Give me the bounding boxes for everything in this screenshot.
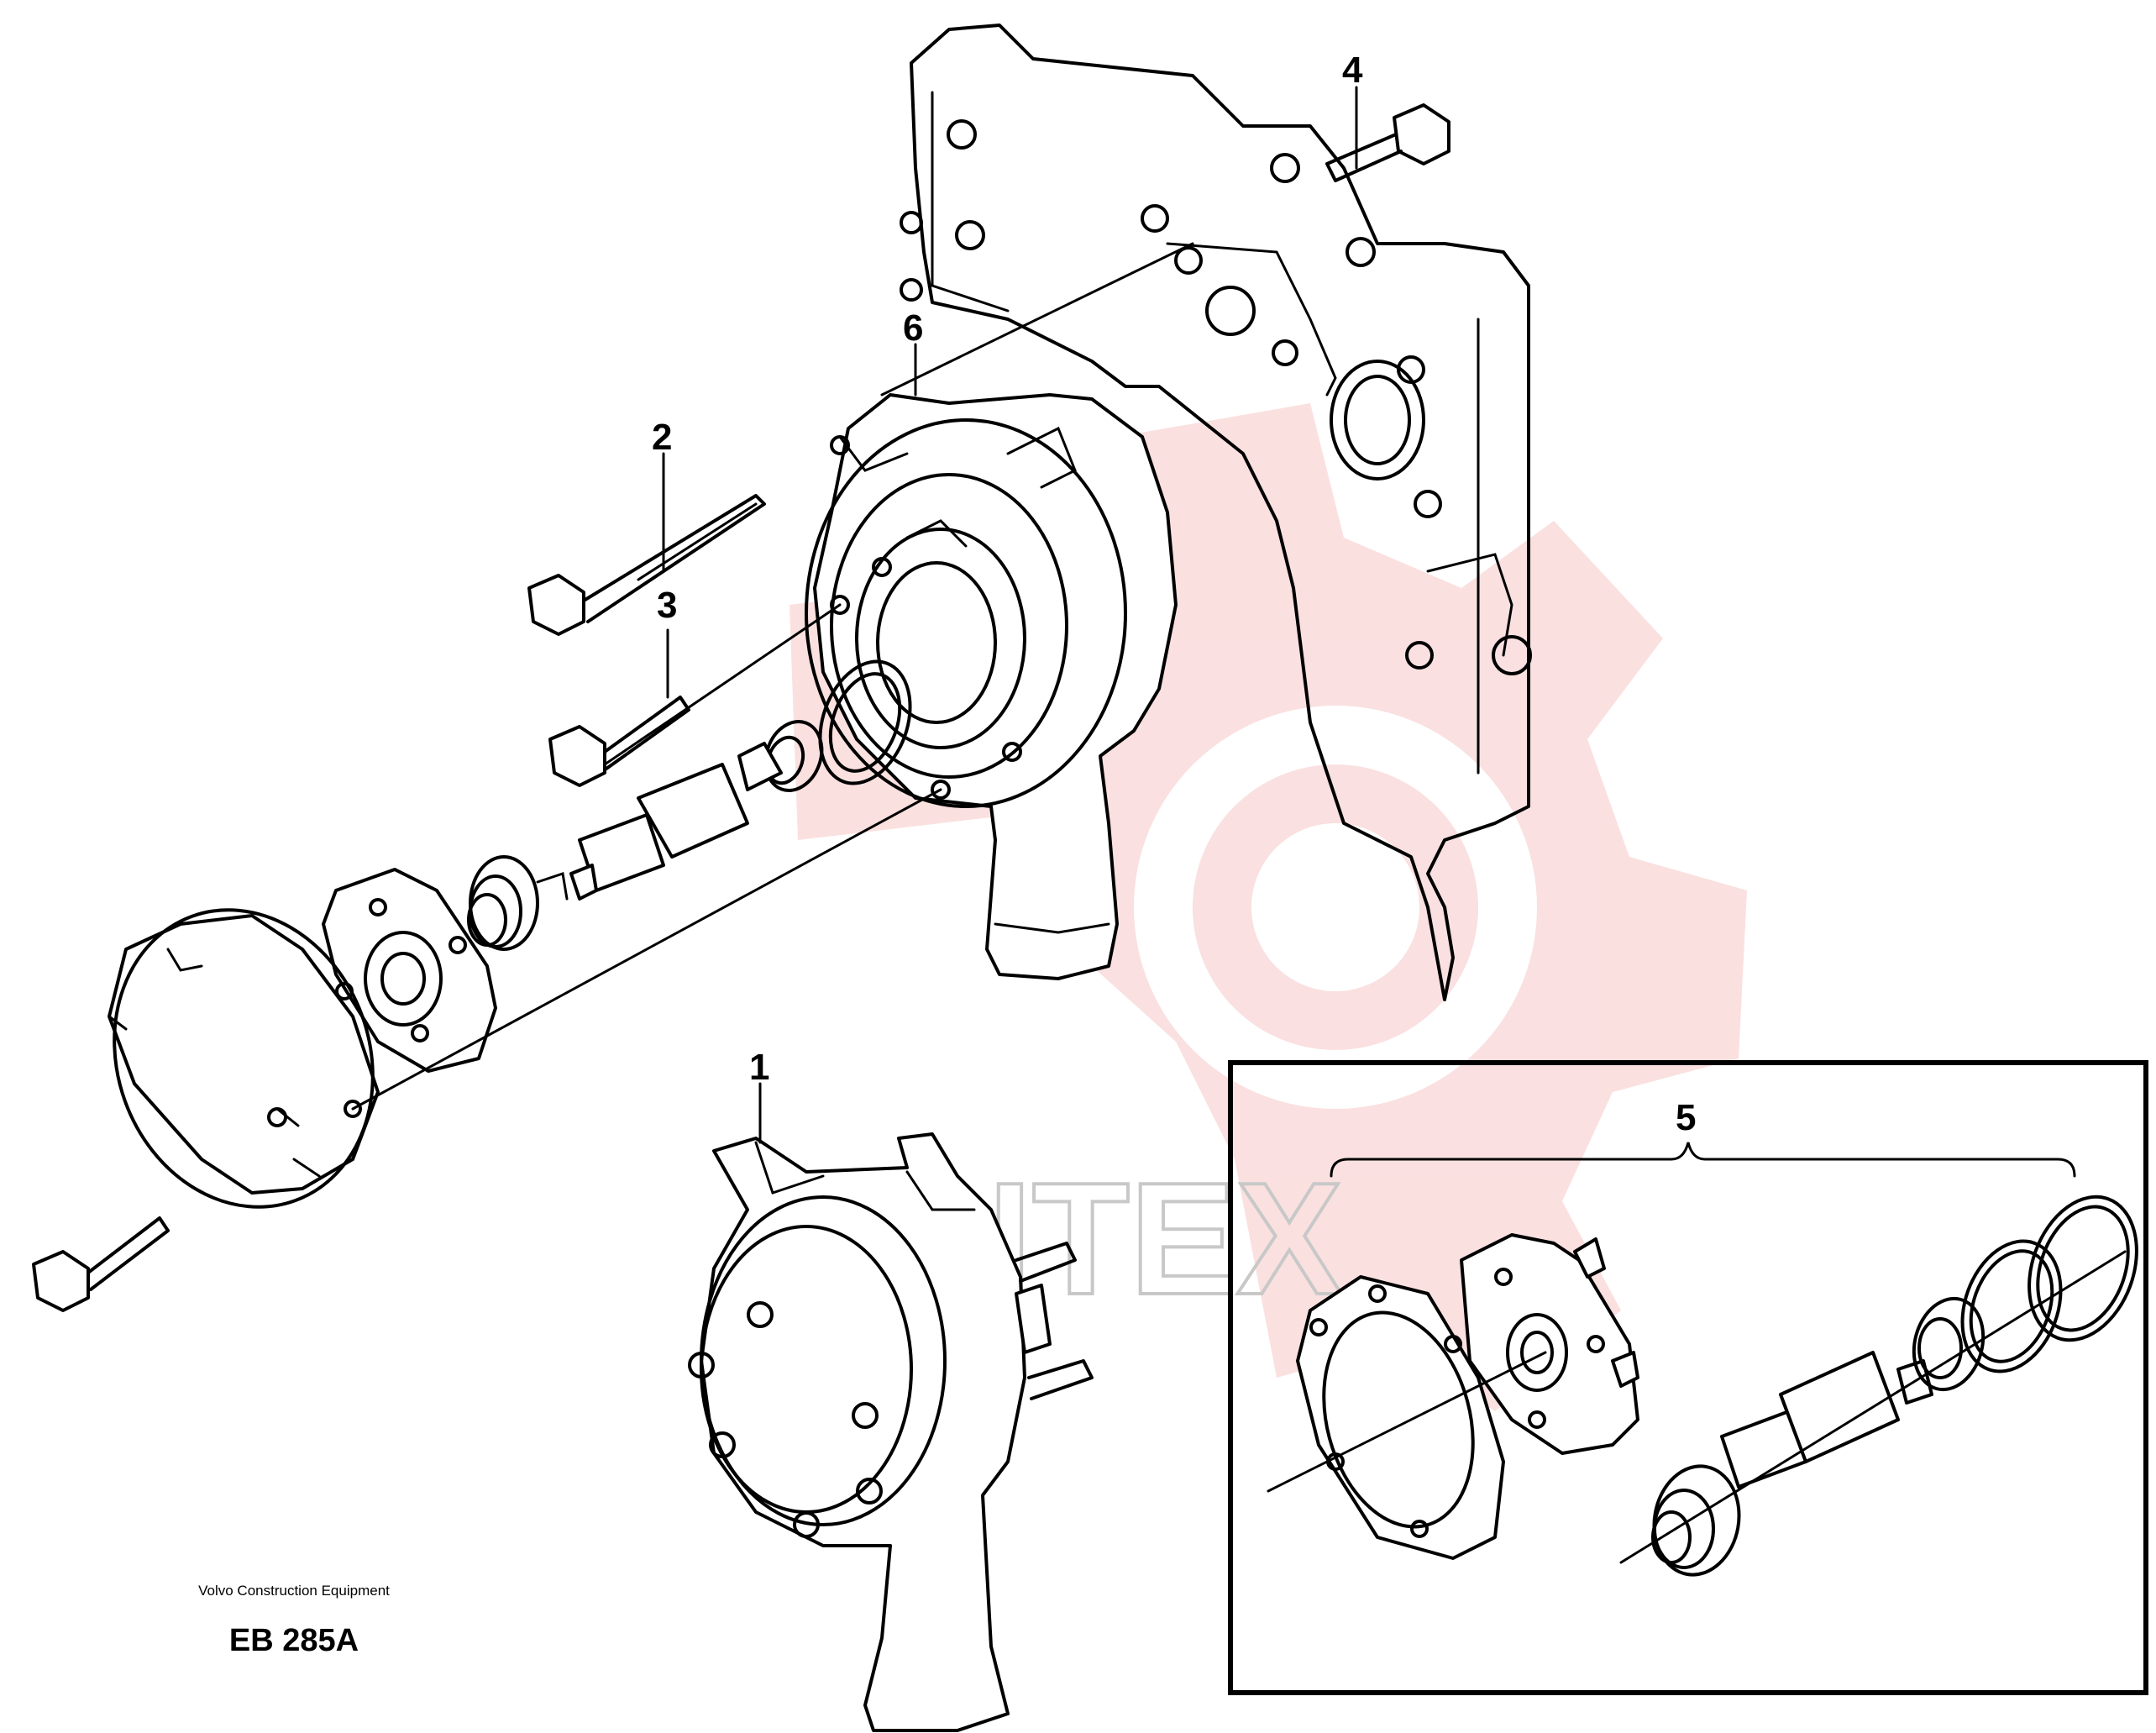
engine-cover-plate (900, 24, 1532, 1001)
bolt-long (527, 494, 766, 636)
diagram-code: EB 285A (228, 1623, 359, 1658)
callout-1: 1 (749, 1047, 769, 1088)
callout-5: 5 (1676, 1097, 1696, 1138)
pump-housing (805, 393, 1178, 980)
bolt-top (1325, 103, 1450, 182)
callout-3: 3 (657, 585, 677, 626)
watermark-gear-logo (789, 403, 1747, 1411)
leader-lines (351, 86, 1358, 1144)
repair-kit-inset (1228, 1060, 2148, 1695)
front-cover (108, 908, 380, 1209)
assembled-water-pump (688, 1132, 1094, 1732)
pump-shaft (569, 742, 783, 901)
callout-2: 2 (652, 417, 672, 458)
bellows-seal (467, 855, 569, 951)
company-caption: Volvo Construction Equipment (198, 1583, 390, 1599)
bolt-lower-left (32, 1216, 170, 1312)
bolt-medium (548, 696, 690, 787)
impeller-plate (322, 868, 497, 1073)
callout-4: 4 (1342, 50, 1363, 91)
callout-6: 6 (903, 307, 923, 349)
